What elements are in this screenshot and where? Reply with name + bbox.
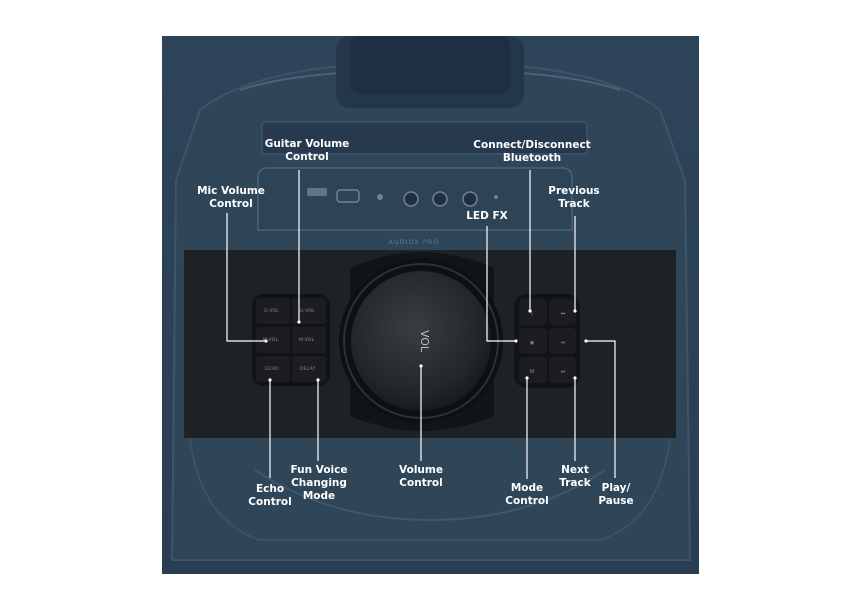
lower-body (189, 437, 671, 541)
bt-icon: ᛒ (530, 311, 533, 317)
label-previous-track: Previous Track (548, 185, 600, 210)
input-jack-icon (462, 191, 478, 207)
card-slot-icon (336, 189, 360, 203)
g-vol-down-button (256, 298, 290, 324)
play-pause-icon: ⏯ (561, 340, 565, 346)
aux-jack-icon (377, 194, 383, 200)
prev-button (549, 299, 576, 325)
mode-icon: M (530, 369, 534, 375)
usb-port-icon (307, 188, 327, 196)
button-text-echo: ECHO (265, 367, 279, 372)
dial-text: VOL (418, 330, 431, 353)
button-text-g-vol-down: G-VOL (264, 309, 279, 314)
model-text: AUDIOX PRO (389, 238, 440, 246)
echo-button (256, 356, 290, 382)
m-vol-down-button (256, 327, 290, 353)
top-slot (261, 121, 588, 155)
delay-button (292, 356, 326, 382)
button-text-m-vol-up: M-VOL (299, 338, 315, 343)
next-button (549, 357, 576, 383)
label-led-fx: LED FX (466, 210, 508, 222)
button-text-g-vol-up: G-VOL (300, 309, 315, 314)
label-fun-voice-changing-mode: Fun Voice Changing Mode (290, 464, 348, 502)
m-vol-up-button (292, 327, 326, 353)
label-echo-control: Echo Control (248, 483, 292, 508)
label-guitar-volume-control: Guitar Volume Control (264, 138, 350, 163)
indicator-dot-icon (494, 195, 498, 199)
label-next-track: Next Track (559, 464, 591, 489)
input-jack-icon (403, 191, 419, 207)
input-jack-icon (432, 191, 448, 207)
label-volume-control: Volume Control (399, 464, 443, 489)
leader-led-fx (486, 226, 516, 342)
label-play-pause: Play/ Pause (598, 482, 634, 507)
handle-grip (350, 36, 510, 94)
play-pause-button (549, 328, 576, 354)
button-text-m-vol-down: M-VOL (263, 338, 279, 343)
leader-play-pause (586, 340, 616, 478)
g-vol-up-button (292, 298, 326, 324)
led-icon: ◉ (530, 340, 535, 346)
led-button (519, 328, 547, 354)
leader-endpoints (264, 309, 588, 382)
leader-mic-volume (226, 213, 266, 342)
mode-button (519, 357, 547, 383)
label-mode-control: Mode Control (505, 482, 549, 507)
label-mic-volume-control: Mic Volume Control (197, 185, 265, 210)
leader-lines (226, 170, 616, 479)
bt-button (519, 299, 547, 325)
lower-contour (254, 469, 606, 522)
next-icon: ⏭ (561, 369, 566, 375)
label-connect-disconnect-bluetooth: Connect/Disconnect Bluetooth (473, 139, 591, 164)
button-text-delay: DELAY (300, 367, 316, 372)
volume-dial (351, 271, 491, 411)
prev-icon: ⏮ (561, 311, 566, 317)
